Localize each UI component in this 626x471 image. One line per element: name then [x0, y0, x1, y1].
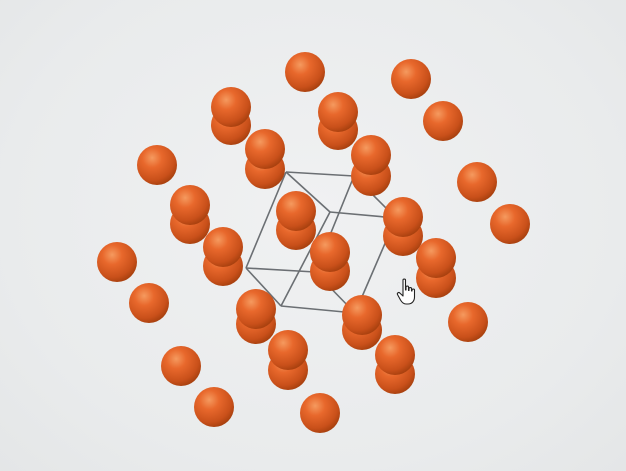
atom-sphere — [375, 335, 415, 375]
atom-sphere — [383, 197, 423, 237]
atom-sphere — [342, 295, 382, 335]
atom-sphere — [351, 135, 391, 175]
atom-sphere — [97, 242, 137, 282]
atom-sphere — [285, 52, 325, 92]
hand-pointer-icon — [396, 278, 416, 305]
atom-sphere — [423, 101, 463, 141]
cell-edge — [285, 171, 355, 177]
atom-sphere — [391, 59, 431, 99]
cell-edge — [285, 171, 331, 213]
atom-sphere — [276, 191, 316, 231]
atom-group — [97, 52, 530, 433]
cell-edge — [245, 267, 282, 307]
atom-sphere — [161, 346, 201, 386]
atom-sphere — [211, 87, 251, 127]
atom-sphere — [310, 232, 350, 272]
cell-edge — [245, 267, 316, 273]
atom-sphere — [203, 227, 243, 267]
atom-sphere — [300, 393, 340, 433]
atom-sphere — [129, 283, 169, 323]
atom-sphere — [236, 289, 276, 329]
atom-sphere — [490, 204, 530, 244]
atom-sphere — [245, 129, 285, 169]
atom-sphere — [268, 330, 308, 370]
atom-sphere — [137, 145, 177, 185]
cell-edge — [280, 211, 331, 307]
atom-sphere — [318, 92, 358, 132]
atom-sphere — [457, 162, 497, 202]
atom-sphere — [448, 302, 488, 342]
cell-edge — [245, 171, 287, 269]
atom-sphere — [194, 387, 234, 427]
atom-sphere — [170, 185, 210, 225]
atom-sphere — [416, 238, 456, 278]
